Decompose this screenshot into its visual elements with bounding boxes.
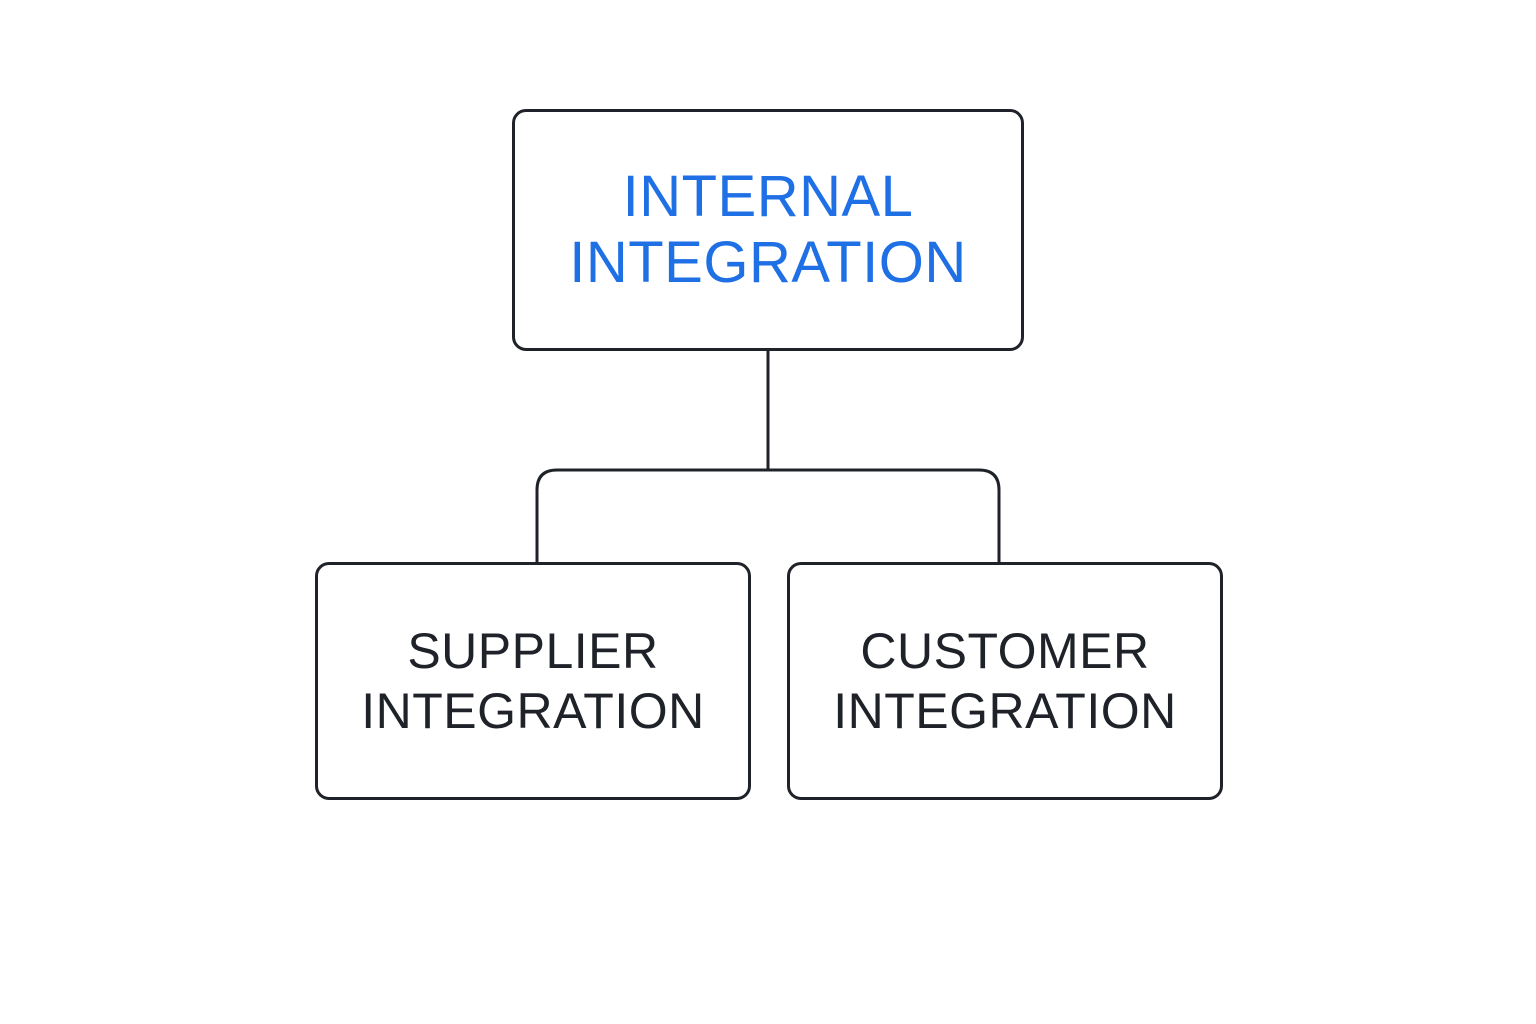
node-label-line: INTEGRATION xyxy=(569,230,967,295)
node-internal-integration: INTERNAL INTEGRATION xyxy=(512,109,1024,351)
node-label-line: INTEGRATION xyxy=(833,683,1177,739)
node-supplier-integration: SUPPLIER INTEGRATION xyxy=(315,562,751,800)
node-label-line: INTERNAL xyxy=(622,164,914,229)
node-label-line: SUPPLIER xyxy=(407,623,659,679)
node-label-line: CUSTOMER xyxy=(860,623,1150,679)
connector-branch-bracket xyxy=(535,468,1001,562)
node-label-line: INTEGRATION xyxy=(361,683,705,739)
node-customer-integration: CUSTOMER INTEGRATION xyxy=(787,562,1223,800)
